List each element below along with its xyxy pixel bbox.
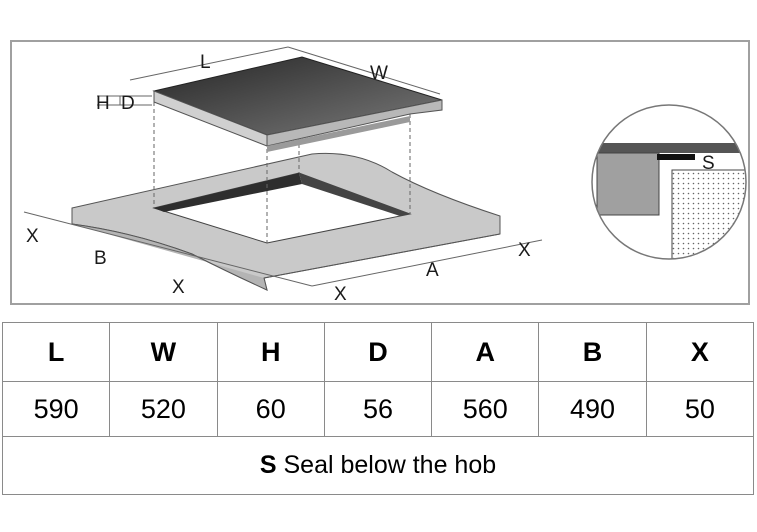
label-X-bottom-left: X — [172, 277, 185, 298]
installation-diagram: L W H D X B X X A X S — [10, 40, 750, 305]
dimension-lines — [23, 46, 543, 287]
value-B: 490 — [538, 381, 647, 437]
table-value-row: 590 520 60 56 560 490 50 — [1, 381, 755, 437]
table-note-row: S Seal below the hob — [2, 436, 754, 495]
header-W: W — [109, 322, 218, 382]
hob — [152, 56, 443, 152]
label-W: W — [370, 63, 388, 84]
header-H: H — [216, 322, 325, 382]
hob-cutout-drawing: L W H D X B X X A X S — [23, 46, 747, 305]
header-L: L — [1, 322, 111, 382]
value-W: 520 — [109, 381, 218, 437]
dimension-table: L W H D A B X 590 520 60 56 560 490 50 S… — [1, 322, 755, 495]
label-B: B — [94, 248, 107, 269]
label-D: D — [121, 93, 135, 114]
seal-note: S Seal below the hob — [2, 436, 754, 495]
header-X: X — [645, 322, 755, 382]
header-B: B — [538, 322, 647, 382]
label-X-left: X — [26, 226, 39, 247]
header-A: A — [431, 322, 540, 382]
seal-note-code: S — [259, 451, 277, 479]
cutout-opening — [152, 172, 412, 244]
header-D: D — [323, 322, 433, 382]
label-S: S — [702, 153, 715, 174]
value-L: 590 — [1, 381, 111, 437]
table-header-row: L W H D A B X — [1, 322, 755, 382]
value-D: 56 — [323, 381, 433, 437]
label-A: A — [426, 260, 439, 281]
value-A: 560 — [431, 381, 540, 437]
value-X: 50 — [645, 381, 755, 437]
seal-detail-circle: S — [591, 104, 747, 260]
seal-note-text: Seal below the hob — [283, 451, 497, 479]
label-X-right: X — [518, 240, 531, 261]
label-L: L — [200, 52, 211, 73]
value-H: 60 — [216, 381, 325, 437]
label-X-bottom: X — [334, 284, 347, 305]
label-H: H — [96, 93, 110, 114]
